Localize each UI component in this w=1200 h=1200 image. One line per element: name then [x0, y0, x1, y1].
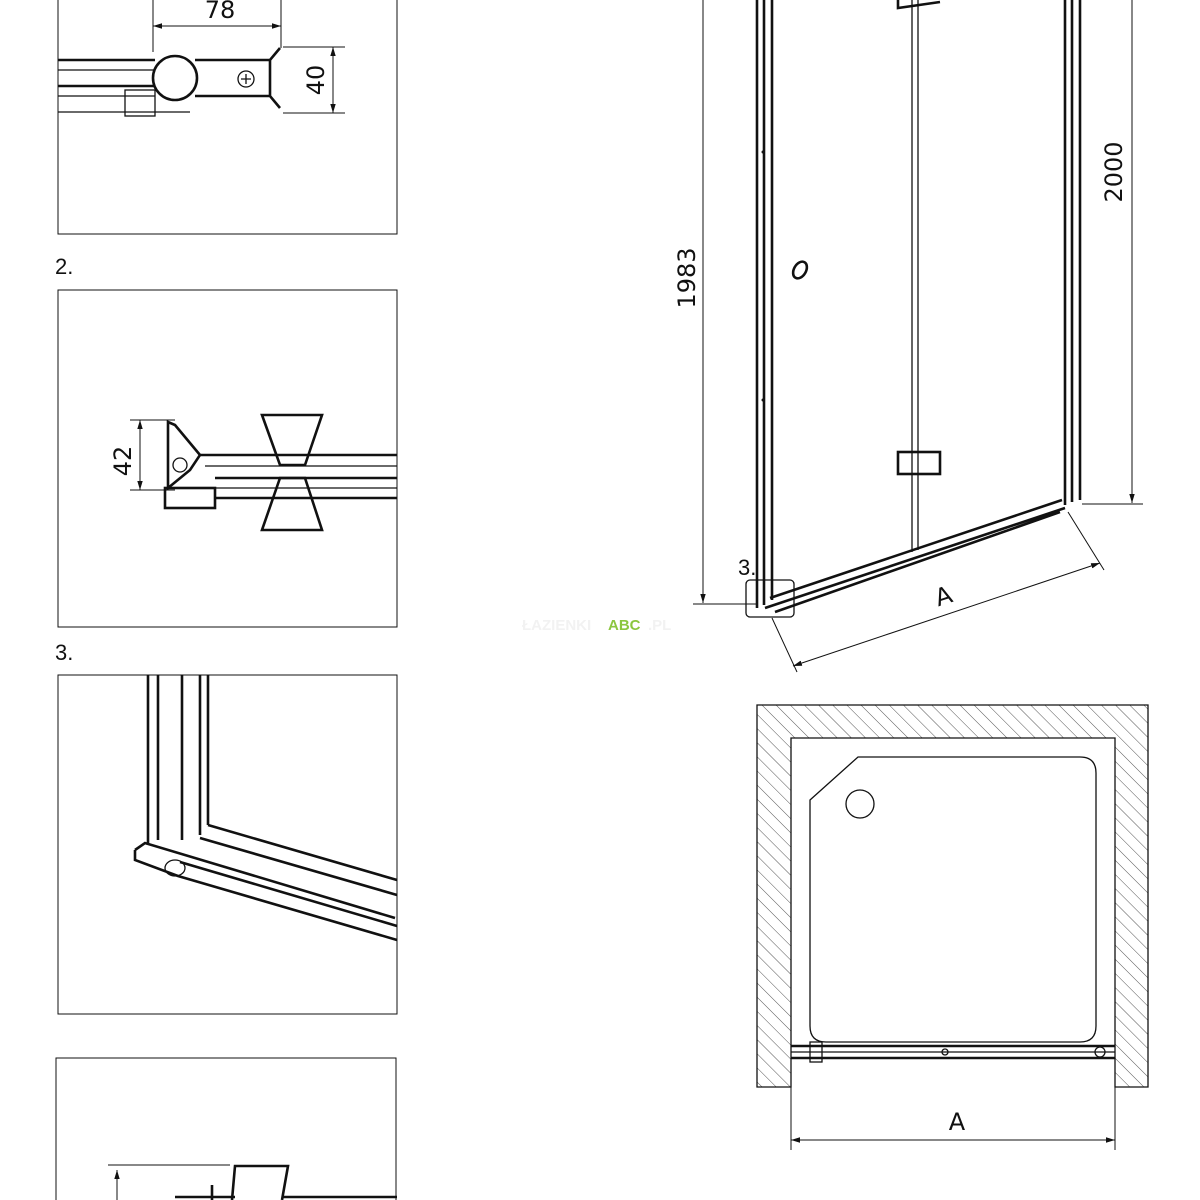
svg-text:ABC: ABC [608, 617, 641, 634]
dimension-42: 42 [109, 446, 137, 477]
detail-3-callout: 3. [738, 555, 756, 580]
dimension-1983: 1983 [673, 247, 701, 308]
hinge-lower [896, 450, 942, 476]
hinge-upper [896, 0, 941, 10]
rail-profile [200, 453, 397, 500]
handle-knob [260, 413, 324, 467]
detail-2-label: 2. [55, 254, 73, 279]
dimension-a-plan: A [949, 1108, 966, 1136]
dimension-40: 40 [302, 65, 330, 96]
detail-3-panel [57, 674, 398, 1015]
plan-view: A [756, 704, 1149, 1150]
door-plan [791, 1041, 1115, 1063]
svg-text:.PL: .PL [648, 617, 671, 634]
screw-icon [237, 70, 255, 88]
dimension-a-elevation: A [931, 580, 956, 612]
screw-icon [172, 457, 188, 473]
watermark: ŁAZIENKI ABC .PL [522, 617, 671, 634]
rail-profile [58, 58, 190, 117]
detail-2-panel: 42 [57, 289, 398, 628]
door-handle [791, 260, 809, 280]
dimension-2000: 2000 [1100, 141, 1128, 202]
dimension-78: 78 [205, 0, 236, 24]
hinge-knuckle [151, 54, 199, 102]
handle-knob [230, 1164, 290, 1200]
detail-4-panel [55, 1057, 397, 1200]
door-elevation: 3. 1983 2000 A [673, 0, 1143, 673]
detail-3-label: 3. [55, 640, 73, 665]
drain-icon [845, 789, 875, 819]
detail-1-panel: 78 40 [57, 0, 398, 235]
wall-bracket [166, 420, 202, 491]
svg-text:ŁAZIENKI: ŁAZIENKI [522, 617, 591, 634]
detail-3-callout-box [745, 579, 795, 618]
shower-tray [809, 756, 1097, 1043]
wall-bracket [195, 47, 281, 109]
wall-hatching [756, 704, 1149, 1088]
